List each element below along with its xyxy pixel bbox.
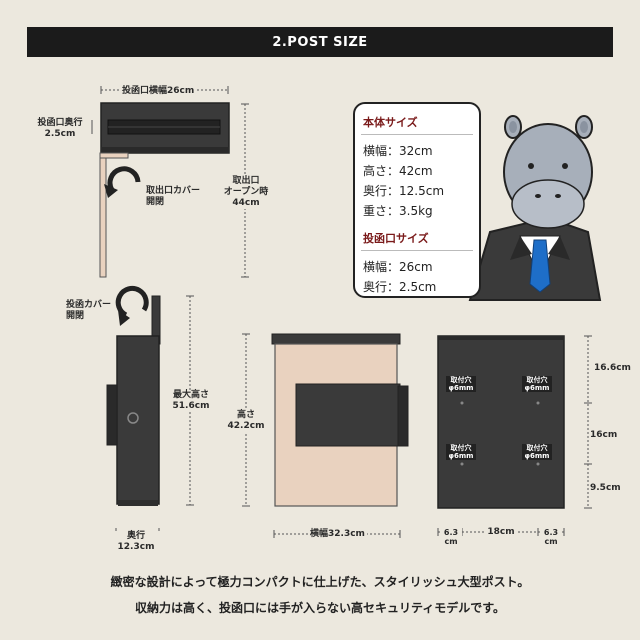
back-left-unit: cm: [444, 537, 458, 546]
back-view: [437, 335, 592, 536]
mount-hole-size: φ6mm: [524, 452, 550, 460]
open-height-line1: 取出口: [232, 176, 260, 186]
cover-open-2-line2: 開閉: [66, 311, 85, 321]
back-center-dim: 18cm: [484, 527, 518, 538]
cover-open-1-line2: 開閉: [146, 197, 165, 207]
depth-value: 12.3cm: [117, 542, 155, 552]
cover-open-label-2: 投函カバー 開閉: [66, 300, 111, 322]
spec-bubble: 本体サイズ 横幅：32cm 高さ：42cm 奥行：12.5cm 重さ：3.5kg…: [353, 102, 481, 298]
height-title: 高さ: [236, 410, 255, 420]
mount-hole-title: 取付穴: [450, 376, 472, 384]
body-size-title: 本体サイズ: [363, 116, 418, 129]
body-spec-item: 重さ：3.5kg: [363, 204, 433, 218]
slot-width-label: 投函口横幅26cm: [120, 86, 197, 97]
cover-open-label-1: 取出口カバー 開閉: [146, 186, 200, 208]
front-view: [242, 333, 409, 538]
mount-hole-label: 取付穴 φ6mm: [446, 444, 476, 460]
footer-line-1: 緻密な設計によって極力コンパクトに仕上げた、スタイリッシュ大型ポスト。: [110, 575, 530, 589]
side-view: [106, 285, 194, 536]
cover-open-1-line1: 取出口カバー: [146, 186, 201, 196]
back-left-value: 6.3: [443, 528, 459, 537]
open-height-label: 取出口 オープン時 44cm: [218, 176, 274, 209]
height-value: 42.2cm: [227, 421, 265, 431]
depth-label: 奥行 12.3cm: [112, 531, 160, 553]
back-left-dim: 6.3 cm: [440, 528, 462, 546]
mount-hole-label: 取付穴 φ6mm: [522, 376, 552, 392]
body-spec-item: 奥行：12.5cm: [363, 184, 445, 198]
back-right-dim: 6.3 cm: [540, 528, 562, 546]
slot-depth-title: 投函口奥行: [37, 118, 83, 128]
section-banner: 2.POST SIZE: [27, 27, 613, 57]
max-height-label: 最大高さ 51.6cm: [166, 390, 216, 412]
divider: [361, 134, 473, 135]
back-top-dim: 16.6cm: [594, 363, 631, 373]
mount-hole-title: 取付穴: [526, 444, 548, 452]
body-spec-item: 高さ：42cm: [363, 164, 433, 178]
hippo-mascot-illustration: [468, 115, 602, 301]
back-mid-dim: 16cm: [590, 430, 618, 441]
divider: [361, 250, 473, 251]
slot-depth-label: 投函口奥行 2.5cm: [32, 118, 88, 140]
footer-line-2: 収納力は高く、投函口には手が入らない高セキュリティモデルです。: [134, 601, 506, 615]
open-height-value: 44cm: [232, 198, 260, 208]
open-height-line2: オープン時: [223, 187, 269, 197]
width-label: 横幅32.3cm: [308, 529, 367, 540]
mount-hole-label: 取付穴 φ6mm: [522, 444, 552, 460]
mount-hole-label: 取付穴 φ6mm: [446, 376, 476, 392]
body-spec-item: 横幅：32cm: [363, 144, 433, 158]
mount-hole-title: 取付穴: [450, 444, 472, 452]
mount-hole-size: φ6mm: [448, 452, 474, 460]
max-height-title: 最大高さ: [172, 390, 209, 400]
slot-spec-item: 横幅：26cm: [363, 260, 433, 274]
slot-depth-value: 2.5cm: [44, 129, 76, 139]
depth-title: 奥行: [112, 531, 160, 542]
cover-open-2-line1: 投函カバー: [66, 300, 112, 310]
back-right-unit: cm: [544, 537, 558, 546]
height-label: 高さ 42.2cm: [222, 410, 270, 432]
mount-hole-title: 取付穴: [526, 376, 548, 384]
top-view: [91, 86, 249, 278]
mount-hole-size: φ6mm: [524, 384, 550, 392]
max-height-value: 51.6cm: [172, 401, 210, 411]
back-bottom-dim: 9.5cm: [590, 483, 621, 494]
slot-size-title: 投函口サイズ: [363, 232, 429, 245]
back-right-value: 6.3: [543, 528, 559, 537]
mount-hole-size: φ6mm: [448, 384, 474, 392]
slot-spec-item: 奥行：2.5cm: [363, 280, 437, 294]
